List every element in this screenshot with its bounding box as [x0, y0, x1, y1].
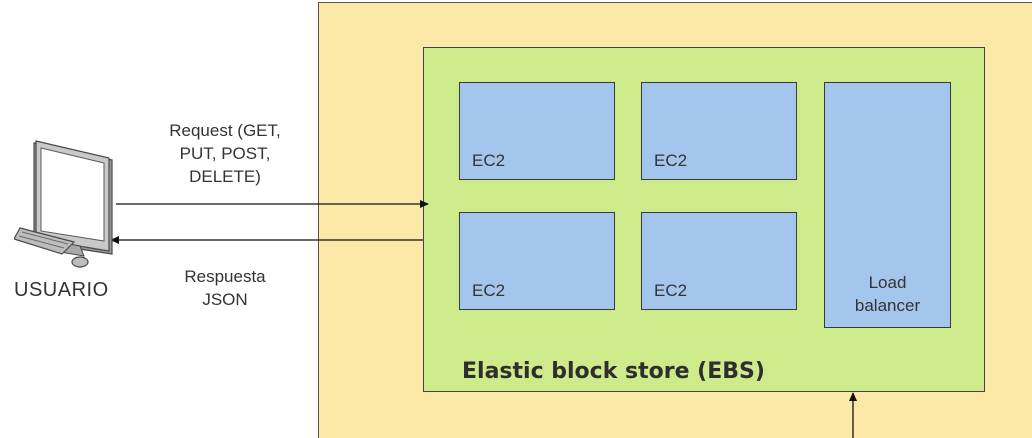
- ec2-label: EC2: [472, 281, 506, 300]
- ec2-node: EC2: [459, 82, 615, 180]
- user-label: USUARIO: [14, 279, 109, 301]
- ec2-node: EC2: [641, 82, 797, 180]
- response-label: Respuesta JSON: [184, 267, 266, 309]
- ec2-node: EC2: [641, 212, 797, 310]
- load-balancer-label: Load balancer: [854, 273, 921, 315]
- request-label: Request (GET, PUT, POST, DELETE): [169, 121, 281, 186]
- desktop-computer-icon: [14, 140, 113, 268]
- ec2-label: EC2: [654, 151, 688, 170]
- ebs-label: Elastic block store (EBS): [462, 359, 765, 384]
- ec2-label: EC2: [472, 151, 506, 170]
- ec2-node: EC2: [459, 212, 615, 310]
- load-balancer-node: Load balancer: [824, 82, 951, 328]
- ec2-label: EC2: [654, 281, 688, 300]
